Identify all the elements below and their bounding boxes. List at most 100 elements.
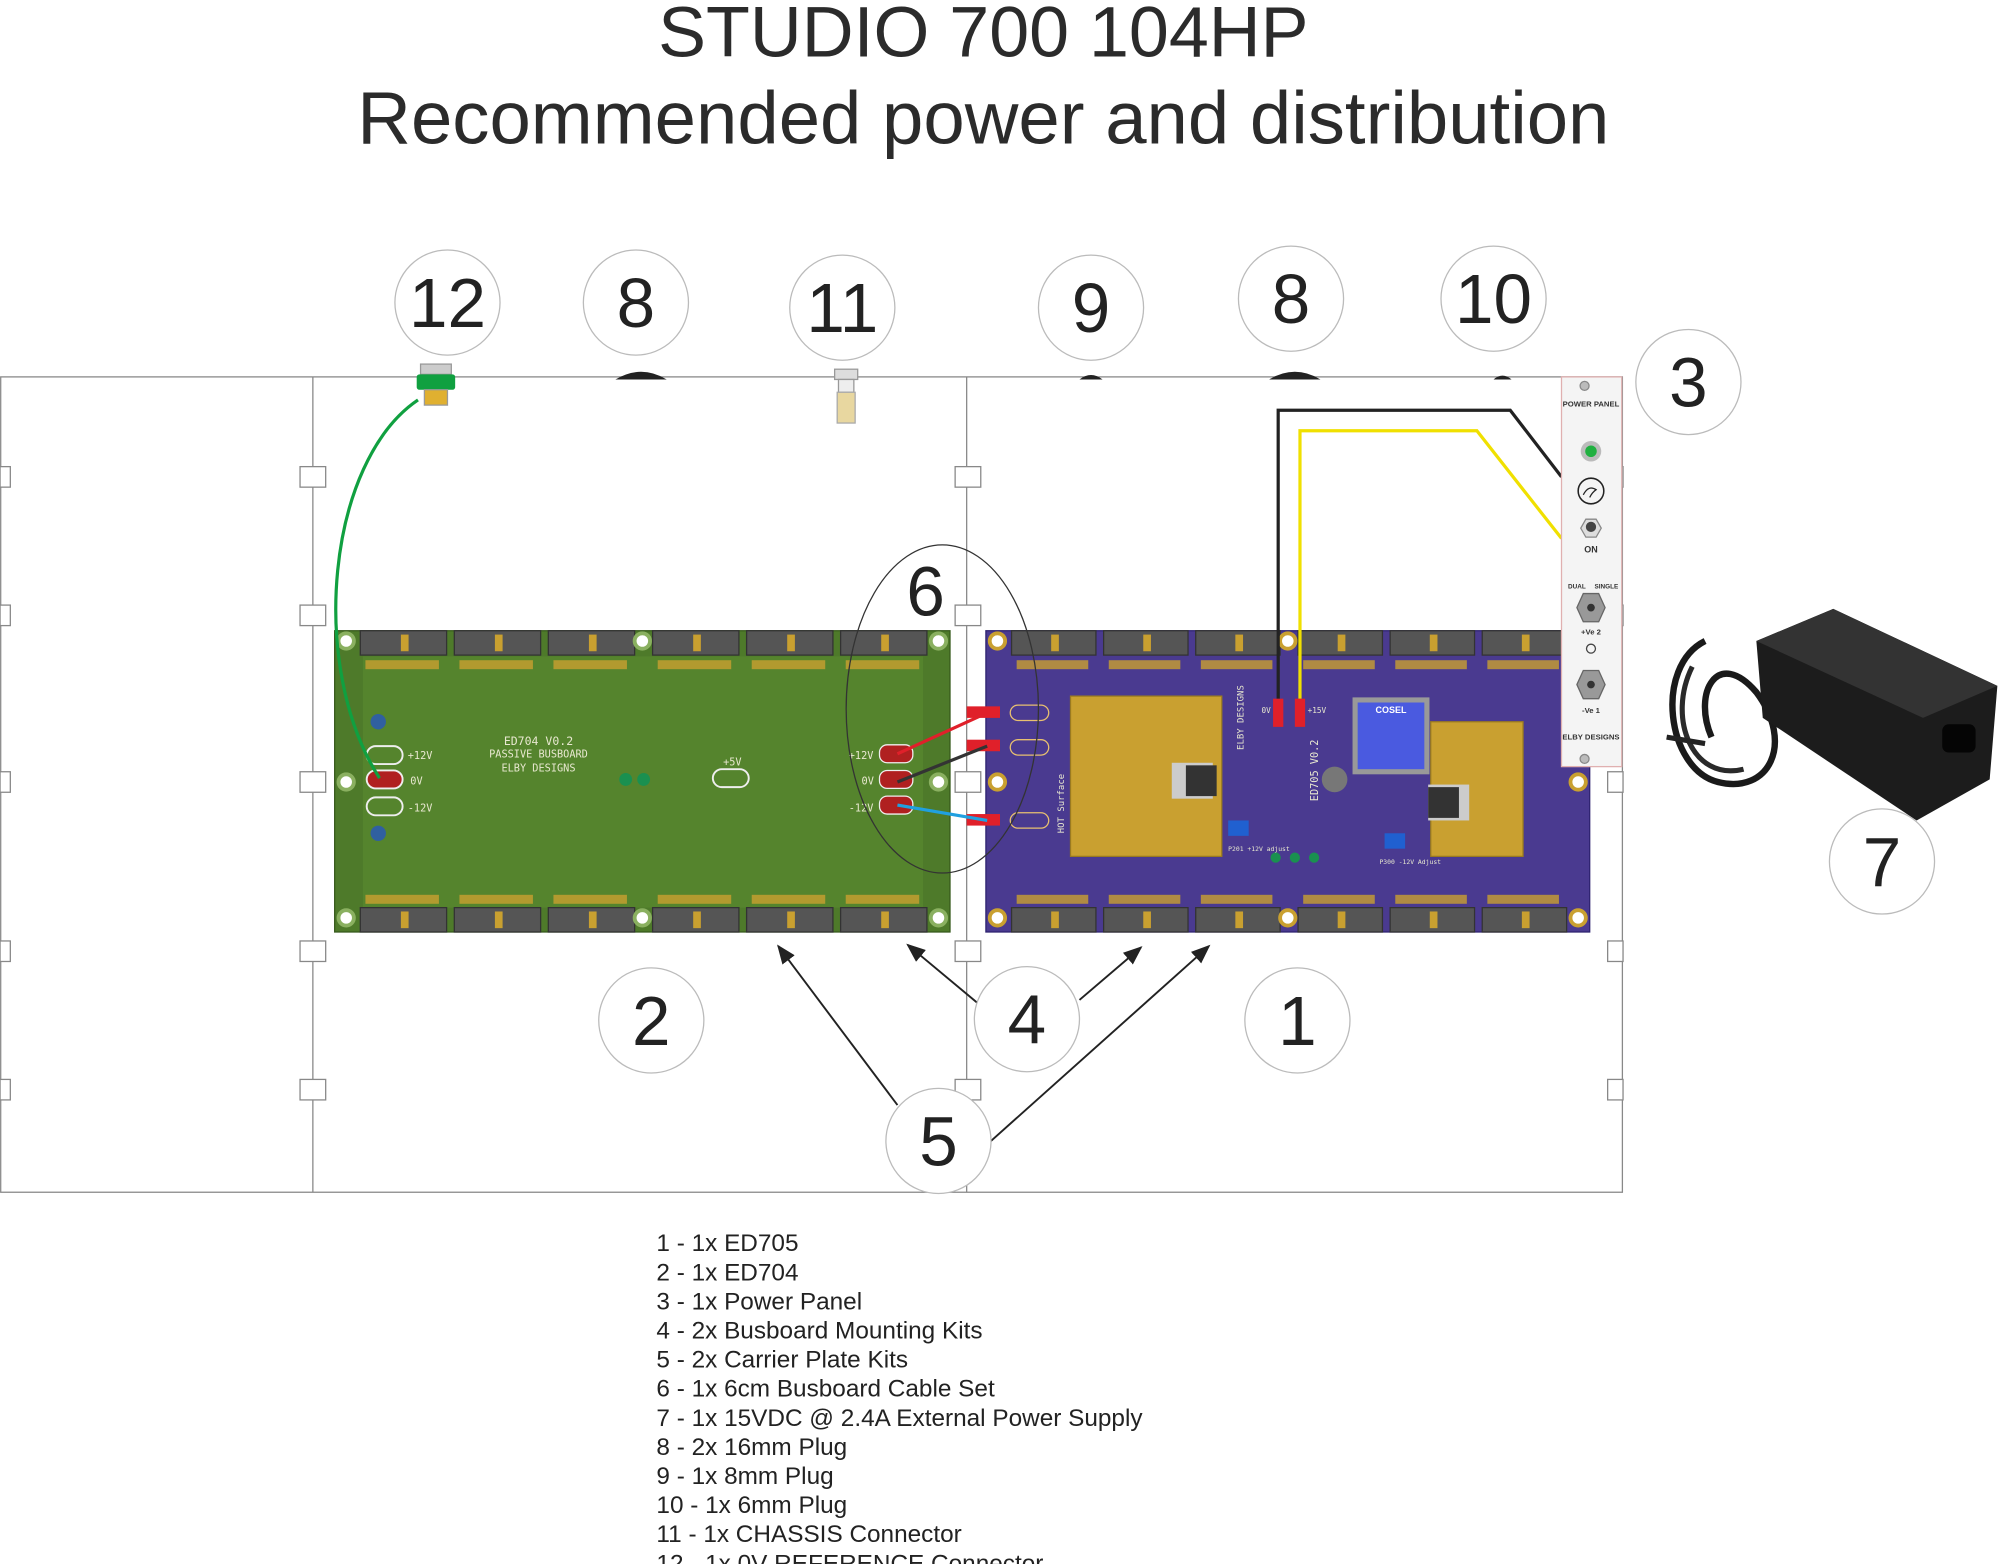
header-pins xyxy=(657,894,732,904)
callout-number-c6: 6 xyxy=(906,552,945,630)
header-pins xyxy=(1303,894,1375,904)
callout-circle-c8b xyxy=(1237,245,1345,352)
panther-logo-icon xyxy=(1577,477,1605,505)
header-key xyxy=(1429,634,1438,652)
mounting-hole xyxy=(336,631,356,651)
header-key xyxy=(1143,634,1151,652)
header-key xyxy=(787,634,795,652)
arrow-4-right xyxy=(1078,946,1143,1001)
plate-tab xyxy=(0,771,11,793)
ed704-subtitle: PASSIVE BUSBOARD xyxy=(489,749,588,761)
plate-tab xyxy=(1607,940,1624,963)
external-power-supply xyxy=(1666,608,1998,821)
plate-tab xyxy=(954,604,982,627)
header-pins xyxy=(1487,660,1559,670)
mounting-hole xyxy=(632,908,652,928)
callout-circle-c11 xyxy=(789,254,896,361)
mounting-hole xyxy=(987,908,1008,928)
ed705-name: ED705 V0.2 xyxy=(1309,740,1321,802)
plate-tab xyxy=(299,1078,327,1101)
mounting-hole xyxy=(928,908,949,928)
legend-item: 7 - 1x 15VDC @ 2.4A External Power Suppl… xyxy=(656,1405,1143,1432)
wires xyxy=(334,398,1563,823)
plate-tab xyxy=(954,465,982,488)
header-pins xyxy=(365,894,439,904)
header-pins xyxy=(1395,660,1467,670)
callout-number-c11: 11 xyxy=(806,269,878,347)
callout-circle-c5 xyxy=(885,1087,992,1195)
title-line1: STUDIO 700 104HP xyxy=(658,0,1308,72)
legend-item: 11 - 1x CHASSIS Connector xyxy=(656,1521,961,1548)
header-key xyxy=(787,911,795,929)
header-pins xyxy=(1487,894,1559,904)
ed704-maker: ELBY DESIGNS xyxy=(501,763,575,775)
header-key xyxy=(693,911,701,929)
mounting-hole xyxy=(1278,908,1298,928)
plate-tab xyxy=(954,771,982,793)
wire-black xyxy=(896,744,988,784)
header-pins xyxy=(751,894,826,904)
chassis-connector xyxy=(833,368,859,424)
callout-number-c5: 5 xyxy=(919,1102,958,1180)
plate-tab xyxy=(0,465,11,488)
plate-tab xyxy=(0,1078,11,1101)
neg-label: -Ve 1 xyxy=(1582,706,1601,715)
header-key xyxy=(494,911,503,929)
ed704-name: ED704 V0.2 xyxy=(504,734,573,748)
arrow-4-left xyxy=(906,943,978,1004)
header-pins xyxy=(751,660,826,670)
header-pins xyxy=(459,660,533,670)
callout-number-c10: 10 xyxy=(1455,260,1532,338)
header-key xyxy=(400,634,409,652)
switch-label: ON xyxy=(1584,545,1597,555)
header-pins xyxy=(1016,894,1089,904)
header-pins xyxy=(1395,894,1467,904)
header-pins xyxy=(553,660,627,670)
mounting-hole xyxy=(1568,772,1588,792)
zero-v-reference-connector xyxy=(416,363,456,406)
header-pins xyxy=(459,894,533,904)
legend-item: 1 - 1x ED705 xyxy=(656,1230,798,1257)
header-key xyxy=(494,634,503,652)
panel-maker: ELBY DESIGNS xyxy=(1562,733,1619,742)
title-line2: Recommended power and distribution xyxy=(357,77,1609,160)
hot-surface-label: HOT Surface xyxy=(1057,774,1067,833)
header-key xyxy=(693,634,701,652)
cosel-module: COSEL xyxy=(1352,697,1430,775)
plug-16mm xyxy=(1269,371,1321,380)
callout-circle-c10 xyxy=(1440,245,1547,352)
callout-circle-c2 xyxy=(598,967,705,1074)
header-key xyxy=(588,911,597,929)
label-plus12-right: +12V xyxy=(849,750,874,762)
mounting-hole xyxy=(928,772,949,792)
label-minus12-right: -12V xyxy=(849,802,874,814)
callout-circle-c7 xyxy=(1828,808,1936,915)
header-key xyxy=(1429,911,1438,929)
callout-6-ellipse xyxy=(845,544,1040,874)
plate-tab xyxy=(1607,1078,1624,1101)
header-key xyxy=(400,911,409,929)
mounting-hole xyxy=(336,908,356,928)
legend-item: 4 - 2x Busboard Mounting Kits xyxy=(656,1318,982,1345)
callout-circle-c3 xyxy=(1635,328,1742,436)
wire-black-power xyxy=(1276,408,1563,699)
header-key xyxy=(1521,634,1530,652)
arrows xyxy=(777,943,1211,1142)
wire-blue xyxy=(897,803,988,823)
header-key xyxy=(1337,911,1346,929)
callout-number-c3: 3 xyxy=(1669,343,1708,421)
power-panel: POWER PANEL ON DUAL SINGLE +Ve 2 -Ve 1 E… xyxy=(1560,376,1623,768)
plate-tab xyxy=(0,604,11,627)
header-key xyxy=(588,634,597,652)
header-pins xyxy=(1200,660,1273,670)
label-0v-right: 0V xyxy=(862,776,874,788)
callout-number-c7: 7 xyxy=(1863,823,1902,901)
legend-item: 12 - 1x 0V REFERENCE Connector xyxy=(656,1550,1043,1564)
ed704-passive-busboard: ED704 V0.2 PASSIVE BUSBOARD ELBY DESIGNS… xyxy=(334,630,951,933)
svg-text:COSEL: COSEL xyxy=(1376,705,1407,715)
mounting-hole xyxy=(1568,908,1588,928)
callout-number-c9: 9 xyxy=(1072,269,1111,347)
